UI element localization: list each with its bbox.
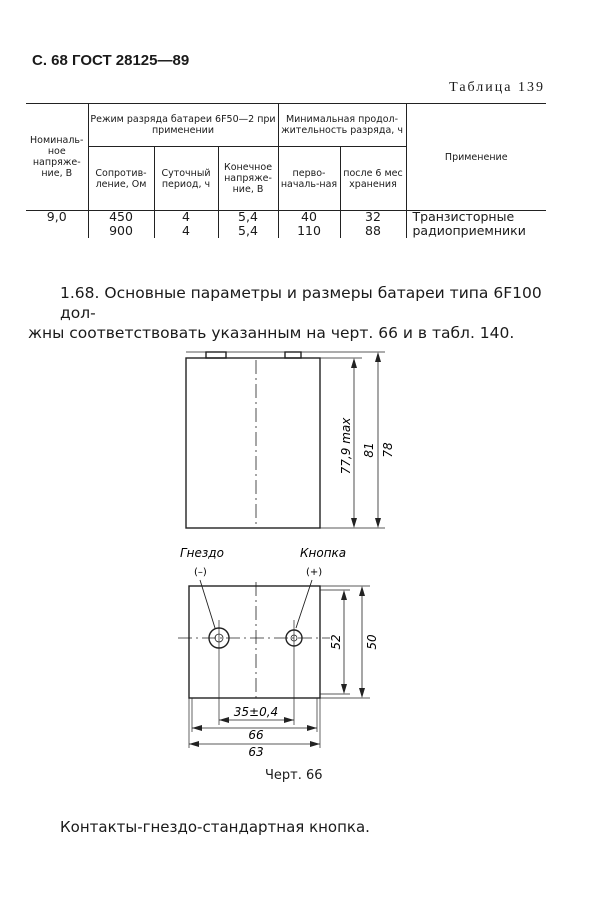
contacts-note: Контакты-гнездо-стандартная кнопка. bbox=[60, 818, 370, 836]
cell-nominal: 9,0 bbox=[46, 209, 67, 224]
paragraph-line-2: жны соответствовать указанным на черт. 6… bbox=[28, 324, 515, 342]
terminal-left bbox=[205, 351, 227, 359]
cell-nominal bbox=[26, 222, 88, 238]
paragraph-line-1: 1.68. Основные параметры и размеры батар… bbox=[60, 284, 542, 322]
socket-label: Гнездо bbox=[180, 546, 224, 560]
page-header: С. 68 ГОСТ 28125—89 bbox=[32, 52, 190, 69]
dim-50-label: 50 bbox=[365, 634, 379, 650]
dim-63-label: 63 bbox=[248, 745, 263, 759]
spec-table: Номиналь-ное напряже-ние, В Режим разряд… bbox=[26, 103, 546, 238]
header-min-duration: Минимальная продол-жительность разряда, … bbox=[277, 103, 406, 148]
button-sign: (+) bbox=[306, 567, 322, 578]
header-daily-period: Суточный период, ч bbox=[153, 146, 218, 211]
cell-final: 5,4 bbox=[217, 210, 278, 222]
header-discharge-mode: Режим разряда батареи 6F50—2 при примене… bbox=[87, 103, 278, 148]
cell-after: 88 bbox=[339, 222, 406, 238]
section-paragraph: 1.68. Основные параметры и размеры батар… bbox=[28, 283, 560, 343]
header-application: Применение bbox=[405, 103, 546, 211]
header-final-voltage: Конечное напряже-ние, В bbox=[217, 146, 278, 211]
header-nominal: Номиналь-ное напряже-ние, В bbox=[26, 103, 88, 211]
table-number: Таблица 139 bbox=[449, 80, 545, 95]
dim-35-label: 35±0,4 bbox=[234, 705, 278, 719]
cell-resistance: 450 bbox=[87, 210, 154, 222]
cell-daily: 4 bbox=[153, 222, 218, 238]
table-row: 9,0 450 4 5,4 40 32 Транзисторные bbox=[26, 209, 546, 224]
battery-front-outline bbox=[185, 357, 321, 529]
cell-after: 32 bbox=[339, 210, 406, 222]
cell-initial: 110 bbox=[277, 222, 340, 238]
header-after-storage: после 6 мес хранения bbox=[339, 146, 406, 211]
terminal-right bbox=[284, 351, 302, 359]
battery-top-outline bbox=[188, 585, 321, 699]
header-resistance: Сопротив-ление, Ом bbox=[87, 146, 154, 211]
dim-66-label: 66 bbox=[248, 728, 264, 742]
cell-resistance: 900 bbox=[87, 222, 154, 238]
cell-daily: 4 bbox=[153, 210, 218, 222]
dim-52-label: 52 bbox=[329, 634, 343, 649]
dim-77-9-label: 77,9 max bbox=[339, 417, 353, 475]
cell-final: 5,4 bbox=[217, 222, 278, 238]
cell-application: радиоприемники bbox=[405, 222, 546, 238]
dim-78-label: 78 bbox=[381, 442, 395, 458]
table-row: 900 4 5,4 110 88 радиоприемники bbox=[26, 222, 546, 238]
figure-caption: Черт. 66 bbox=[265, 768, 323, 783]
cell-application: Транзисторные bbox=[405, 210, 546, 222]
header-initial: перво-началь-ная bbox=[277, 146, 340, 211]
cell-initial: 40 bbox=[277, 210, 340, 222]
socket-sign: (–) bbox=[194, 567, 207, 578]
dim-81-label: 81 bbox=[362, 442, 376, 457]
button-label: Кнопка bbox=[300, 546, 346, 560]
technical-drawing: 77,9 max 81 78 Гнездо (–) Кнопка (+) bbox=[178, 351, 395, 759]
